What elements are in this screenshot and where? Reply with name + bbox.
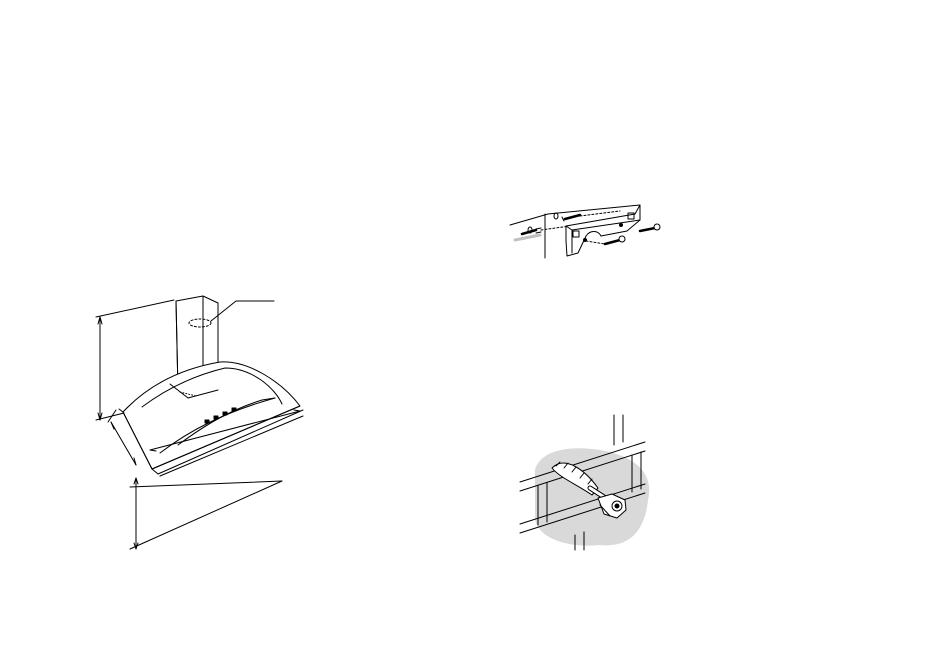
wall-plug-wrench-icon	[515, 415, 655, 555]
wall-bracket-screws-icon	[500, 200, 670, 265]
range-hood-dimension-drawing-icon	[90, 290, 300, 555]
